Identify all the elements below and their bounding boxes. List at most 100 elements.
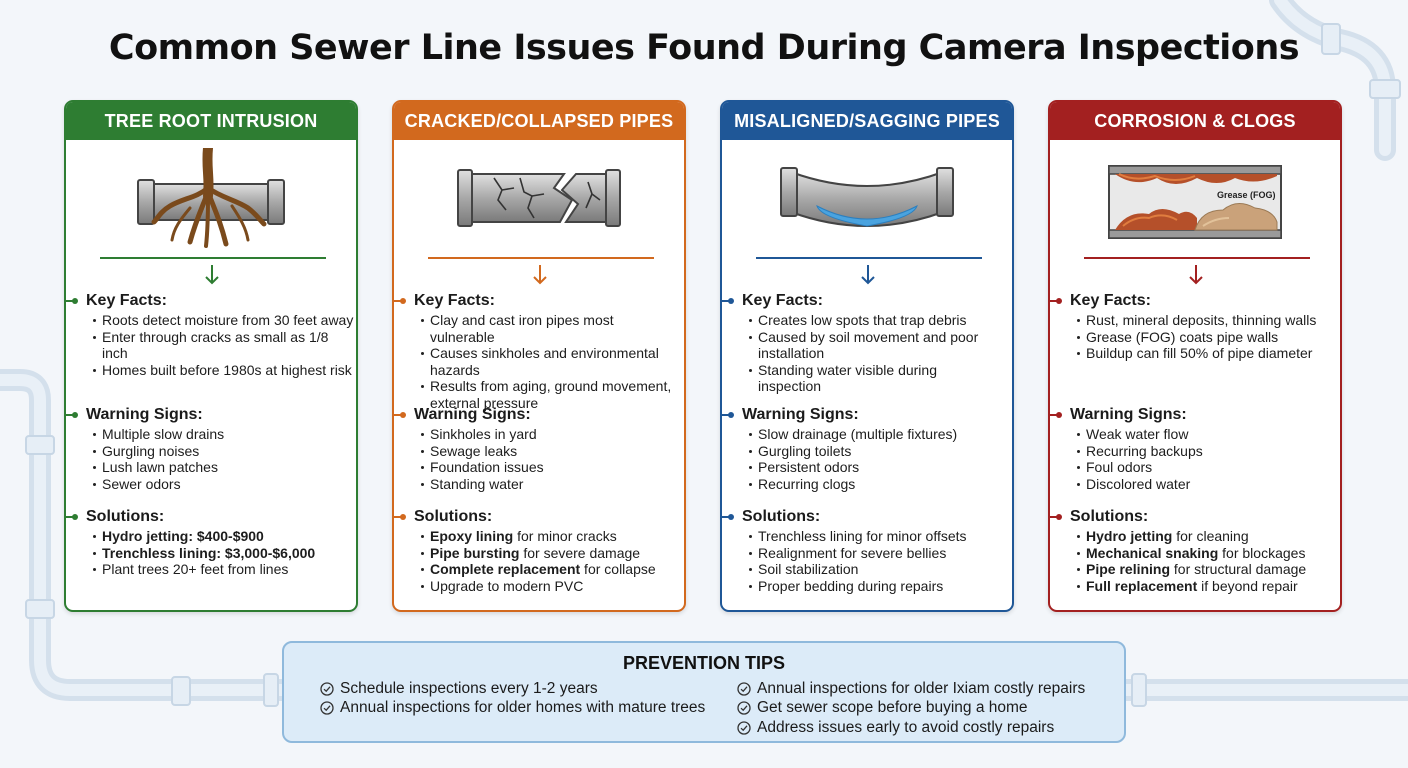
list-item: Rust, mineral deposits, thinning walls: [1077, 312, 1340, 329]
key-facts-section: Key Facts: Rust, mineral deposits, thinn…: [1050, 292, 1340, 362]
list-item: Mechanical snaking for blockages: [1077, 545, 1340, 562]
divider: [100, 257, 326, 259]
prevention-title: PREVENTION TIPS: [622, 653, 786, 673]
card-header: TREE ROOT INTRUSION: [66, 102, 356, 140]
section-title: Key Facts:: [86, 292, 167, 309]
list-item: Proper bedding during repairs: [749, 578, 1012, 595]
prevention-tips-right: Annual inspections for older Ixiam costl…: [737, 679, 1137, 737]
prevention-tips-panel: PREVENTION TIPS Schedule inspections eve…: [282, 641, 1126, 743]
list-item: Hydro jetting for cleaning: [1077, 528, 1340, 545]
warning-signs-section: Warning Signs: Sinkholes in yard Sewage …: [394, 406, 684, 492]
check-circle-icon: [320, 682, 334, 696]
list-item: Foul odors: [1077, 459, 1340, 476]
list-item: Standing water: [421, 476, 684, 493]
list-item: Sinkholes in yard: [421, 426, 684, 443]
card-header: CORROSION & CLOGS: [1050, 102, 1340, 140]
arrow-down-icon: [533, 265, 547, 285]
list-item: Gurgling toilets: [749, 443, 1012, 460]
arrow-down-icon: [861, 265, 875, 285]
section-title: Warning Signs:: [414, 406, 531, 423]
check-circle-icon: [320, 701, 334, 715]
key-facts-section: Key Facts: Roots detect moisture from 30…: [66, 292, 356, 378]
list-item: Plant trees 20+ feet from lines: [93, 561, 356, 578]
arrow-down-icon: [1189, 265, 1203, 285]
list-item: Sewer odors: [93, 476, 356, 493]
key-facts-section: Key Facts: Creates low spots that trap d…: [722, 292, 1012, 395]
list-item: Persistent odors: [749, 459, 1012, 476]
check-circle-icon: [737, 720, 751, 735]
list-item: Hydro jetting: $400-$900: [93, 528, 356, 545]
list-item: Roots detect moisture from 30 feet away: [93, 312, 356, 329]
list-item: Discolored water: [1077, 476, 1340, 493]
list-item: Results from aging, ground movement, ext…: [421, 378, 680, 411]
list-item: Sewage leaks: [421, 443, 684, 460]
tip-item: Annual inspections for older Ixiam costl…: [737, 679, 1137, 698]
section-title: Warning Signs:: [86, 406, 203, 423]
cracked-pipe-icon: [457, 169, 621, 227]
list-item: Slow drainage (multiple fixtures): [749, 426, 1012, 443]
section-title: Key Facts:: [1070, 292, 1151, 309]
list-item: Trenchless lining for minor offsets: [749, 528, 1012, 545]
sagging-pipe-icon: [780, 167, 954, 227]
list-item: Gurgling noises: [93, 443, 356, 460]
section-title: Solutions:: [742, 508, 821, 525]
list-item: Trenchless lining: $3,000-$6,000: [93, 545, 356, 562]
list-item: Multiple slow drains: [93, 426, 356, 443]
tip-item: Schedule inspections every 1-2 years: [320, 679, 720, 698]
card-misaligned-sagging-pipes: MISALIGNED/SAGGING PIPES Key Facts: Crea…: [720, 100, 1014, 612]
solutions-section: Solutions: Epoxy lining for minor cracks…: [394, 508, 684, 594]
warning-signs-section: Warning Signs: Weak water flow Recurring…: [1050, 406, 1340, 492]
tree-root-pipe-icon: [137, 148, 285, 248]
divider: [1084, 257, 1310, 259]
list-item: Weak water flow: [1077, 426, 1340, 443]
list-item: Full replacement if beyond repair: [1077, 578, 1340, 595]
corroded-pipe-illustration: Grease (FOG): [1105, 148, 1285, 248]
list-item: Caused by soil movement and poor install…: [749, 329, 998, 362]
divider: [428, 257, 654, 259]
list-item: Causes sinkholes and environmental hazar…: [421, 345, 659, 378]
warning-signs-section: Warning Signs: Slow drainage (multiple f…: [722, 406, 1012, 492]
list-item: Complete replacement for collapse: [421, 561, 684, 578]
list-item: Foundation issues: [421, 459, 684, 476]
card-header: MISALIGNED/SAGGING PIPES: [722, 102, 1012, 140]
key-facts-section: Key Facts: Clay and cast iron pipes most…: [394, 292, 684, 412]
warning-signs-section: Warning Signs: Multiple slow drains Gurg…: [66, 406, 356, 492]
tip-item: Annual inspections for older homes with …: [320, 698, 720, 717]
page-title: Common Sewer Line Issues Found During Ca…: [108, 28, 1300, 68]
list-item: Pipe relining for structural damage: [1077, 561, 1340, 578]
list-item: Creates low spots that trap debris: [749, 312, 1012, 329]
section-title: Solutions:: [1070, 508, 1149, 525]
tip-item: Get sewer scope before buying a home: [737, 698, 1137, 717]
check-circle-icon: [737, 701, 751, 715]
list-item: Lush lawn patches: [93, 459, 356, 476]
section-title: Key Facts:: [742, 292, 823, 309]
card-cracked-collapsed-pipes: CRACKED/COLLAPSED PIPES Key Facts: Clay …: [392, 100, 686, 612]
prevention-tips-left: Schedule inspections every 1-2 years Ann…: [320, 679, 720, 718]
solutions-section: Solutions: Trenchless lining for minor o…: [722, 508, 1012, 594]
list-item: Buildup can fill 50% of pipe diameter: [1077, 345, 1340, 362]
list-item: Grease (FOG) coats pipe walls: [1077, 329, 1340, 346]
list-item: Clay and cast iron pipes most vulnerable: [421, 312, 676, 345]
list-item: Standing water visible during inspection: [749, 362, 968, 395]
section-title: Key Facts:: [414, 292, 495, 309]
list-item: Pipe bursting for severe damage: [421, 545, 684, 562]
list-item: Upgrade to modern PVC: [421, 578, 684, 595]
list-item: Recurring backups: [1077, 443, 1340, 460]
list-item: Homes built before 1980s at highest risk: [93, 362, 356, 379]
grease-fog-label: Grease (FOG): [1217, 190, 1276, 200]
section-title: Warning Signs:: [742, 406, 859, 423]
list-item: Soil stabilization: [749, 561, 1012, 578]
card-tree-root-intrusion: TREE ROOT INTRUSION Key Facts: Roots: [64, 100, 358, 612]
corroded-pipe-icon: [1108, 165, 1282, 239]
list-item: Enter through cracks as small as 1/8 inc…: [93, 329, 356, 362]
card-header: CRACKED/COLLAPSED PIPES: [394, 102, 684, 140]
list-item: Epoxy lining for minor cracks: [421, 528, 684, 545]
list-item: Recurring clogs: [749, 476, 1012, 493]
card-corrosion-clogs: CORROSION & CLOGS Grease (FOG) Key Facts…: [1048, 100, 1342, 612]
list-item: Realignment for severe bellies: [749, 545, 1012, 562]
divider: [756, 257, 982, 259]
solutions-section: Solutions: Hydro jetting: $400-$900 Tren…: [66, 508, 356, 578]
section-title: Warning Signs:: [1070, 406, 1187, 423]
check-circle-icon: [737, 682, 751, 696]
